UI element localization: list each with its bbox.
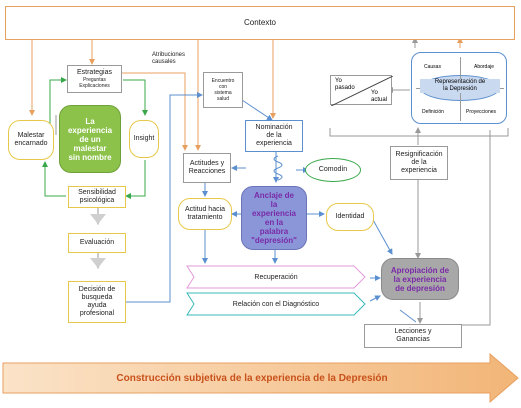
representation-projections-label: Proyecciones: [466, 109, 497, 115]
experience-without-name-box: La experiencia de un malestar sin nombre: [59, 105, 121, 173]
strategies-sub-questions: Preguntas: [83, 77, 106, 83]
psychological-sensitivity-box: Sensibilidad psicológica: [68, 186, 126, 208]
context-box: Contexto: [5, 6, 515, 40]
footer-banner: Construcción subjetiva de la experiencia…: [2, 353, 519, 403]
representation-causes-label: Causas: [424, 64, 441, 70]
self-past-present-box: Yo pasado Yo actual: [330, 75, 393, 106]
strategies-title: Estrategias: [76, 69, 113, 76]
diagonal-divider: [331, 76, 393, 106]
recovery-banner: Recuperación: [186, 265, 366, 289]
depression-representation-panel: Representación de la Depresión Causas Ab…: [411, 52, 507, 124]
experience-appropriation-box: Apropiación de la experiencia de depresi…: [381, 258, 459, 300]
evaluation-box: Evaluación: [68, 233, 126, 253]
evaluation-label: Evaluación: [79, 239, 115, 246]
context-label: Contexto: [243, 18, 277, 27]
down-arrow-icon: [90, 214, 106, 224]
insight-label: Insight: [133, 135, 155, 142]
diagnosis-relationship-banner: Relación con el Diagnóstico: [186, 292, 366, 316]
treatment-attitude-box: Actitud hacia tratamiento: [178, 198, 232, 230]
help-seeking-decision-box: Decisión de busqueda ayuda profesional: [68, 281, 126, 323]
experience-naming-box: Nominación de la experiencia: [245, 120, 303, 152]
representation-definition-label: Definición: [422, 109, 444, 115]
diagnosis-arrow-shape: [186, 292, 366, 316]
down-arrow-icon: [90, 258, 106, 268]
strategies-box: Estrategias Preguntas Explicaciones: [67, 65, 122, 93]
footer-label: Construcción subjetiva de la experiencia…: [116, 372, 388, 384]
diagnosis-relationship-label: Relación con el Diagnóstico: [232, 300, 320, 308]
embodied-discomfort-box: Malestar encarnado: [8, 120, 54, 160]
insight-box: Insight: [129, 120, 159, 158]
attitudes-reactions-box: Actitudes y Reacciones: [183, 153, 231, 183]
identity-label: Identidad: [335, 213, 365, 220]
strategies-sub-explanations: Explicaciones: [79, 83, 110, 89]
footer-arrow-shape: [2, 353, 519, 403]
health-system-encounter-box: Encuentro con sistema salud: [203, 72, 243, 108]
wildcard-label: Comodín: [318, 166, 348, 173]
self-present-label: Yo actual: [371, 90, 388, 103]
representation-center-label: Representación de la Depresión: [420, 79, 500, 93]
resignification-box: Resignificación de la experiencia: [390, 146, 448, 180]
recovery-label: Recuperación: [254, 273, 298, 281]
self-past-label: Yo pasado: [335, 78, 355, 91]
depression-word-anchoring-box: Anclaje de la experiencia en la palabra …: [241, 186, 307, 250]
causal-attributions-label: Atribuciones causales: [152, 52, 186, 65]
wildcard-oval: Comodín: [305, 158, 361, 182]
representation-approach-label: Abordaje: [474, 64, 495, 70]
recovery-arrow-shape: [186, 265, 366, 289]
identity-box: Identidad: [326, 203, 374, 231]
lessons-gains-box: Lecciones y Ganancias: [364, 324, 462, 348]
